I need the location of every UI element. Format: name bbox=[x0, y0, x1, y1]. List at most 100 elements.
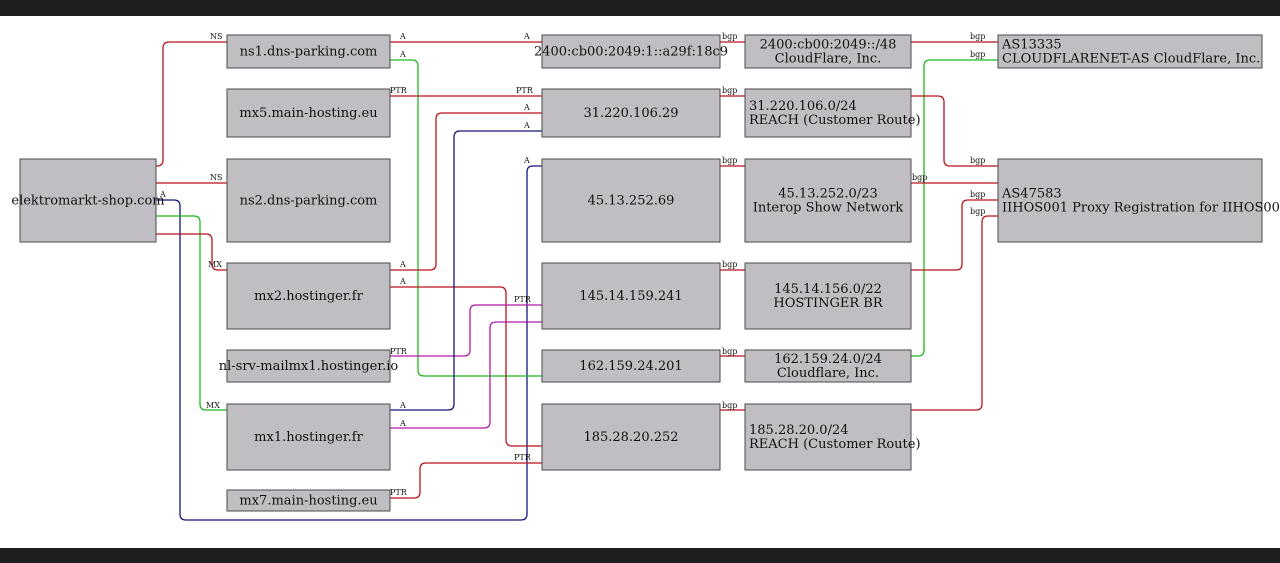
node-label: AS13335 bbox=[1001, 38, 1062, 53]
node-box bbox=[997, 158, 1263, 243]
edge-net31-to-as47583: bgp bbox=[911, 95, 998, 167]
node-label: mx7.main-hosting.eu bbox=[239, 494, 377, 509]
edge-mx1-to-ip31: AA bbox=[390, 121, 542, 411]
node-label: 2400:cb00:2049::/48 bbox=[760, 38, 897, 53]
node-box bbox=[19, 158, 157, 243]
edge-head-label: A bbox=[523, 103, 530, 112]
edge-line bbox=[390, 112, 542, 271]
node-ns2: ns2.dns-parking.com bbox=[226, 158, 391, 243]
edge-ip31-to-net31: bgp bbox=[720, 86, 745, 97]
edge-line bbox=[156, 41, 227, 167]
node-label: IIHOS001 Proxy Registration for IIHOS001 bbox=[1002, 201, 1280, 216]
edge-domain-to-ns2: NS bbox=[156, 173, 227, 184]
edge-label: bgp bbox=[722, 86, 737, 95]
node-box bbox=[541, 349, 721, 383]
edge-label: A bbox=[399, 277, 406, 286]
edge-head-label: A bbox=[523, 32, 530, 41]
edge-label: PTR bbox=[390, 488, 408, 497]
node-box bbox=[744, 88, 912, 138]
edge-mx1-to-ip145: A bbox=[390, 321, 542, 429]
node-ip6: 2400:cb00:2049:1::a29f:18c9 bbox=[534, 34, 728, 69]
node-label: nl-srv-mailmx1.hostinger.io bbox=[219, 359, 399, 374]
node-label: 31.220.106.29 bbox=[583, 106, 678, 121]
edge-ip6-to-net6: bgp bbox=[720, 32, 745, 43]
edge-label: A bbox=[399, 401, 406, 410]
node-box bbox=[226, 349, 391, 383]
edge-domain-to-mx5: AA bbox=[156, 156, 542, 521]
node-ip145: 145.14.159.241 bbox=[541, 262, 721, 330]
edge-label: bgp bbox=[970, 50, 985, 59]
node-label: 45.13.252.0/23 bbox=[778, 187, 878, 202]
edge-label: bgp bbox=[722, 32, 737, 41]
edge-domain-to-ns1: NS bbox=[156, 32, 227, 167]
node-ns1: ns1.dns-parking.com bbox=[226, 34, 391, 69]
edge-line bbox=[156, 233, 227, 271]
node-ip45: 45.13.252.69 bbox=[541, 158, 721, 243]
edge-domain-to-mx1: MX bbox=[156, 215, 227, 411]
bottom-bar bbox=[0, 548, 1280, 563]
node-nlsrv: nl-srv-mailmx1.hostinger.io bbox=[219, 349, 399, 383]
edge-label: NS bbox=[210, 173, 222, 182]
edge-net6-to-as13335: bgp bbox=[911, 32, 998, 43]
node-label: Interop Show Network bbox=[753, 201, 904, 216]
edge-mx2-to-ip31: AA bbox=[390, 103, 542, 271]
node-label: 145.14.159.241 bbox=[579, 289, 682, 304]
edge-line bbox=[390, 59, 542, 377]
node-ip31: 31.220.106.29 bbox=[541, 88, 721, 138]
node-box bbox=[541, 158, 721, 243]
node-box bbox=[541, 88, 721, 138]
node-label: mx5.main-hosting.eu bbox=[239, 106, 377, 121]
edge-label: bgp bbox=[912, 173, 927, 182]
edge-ns1-to-ip162: A bbox=[390, 50, 542, 377]
node-label: ns2.dns-parking.com bbox=[240, 194, 378, 209]
edge-line bbox=[390, 304, 542, 357]
edge-line bbox=[911, 215, 998, 411]
edge-line bbox=[390, 321, 542, 429]
edge-line bbox=[390, 462, 542, 499]
edge-net185-to-as47583: bgp bbox=[911, 207, 998, 411]
node-box bbox=[744, 158, 912, 243]
edge-net162-to-as13335: bgp bbox=[911, 50, 998, 357]
edge-line bbox=[390, 286, 542, 447]
edge-label: MX bbox=[208, 260, 222, 269]
edge-domain-to-mx2: MX bbox=[156, 233, 227, 271]
edge-ip145-to-net145: bgp bbox=[720, 260, 745, 271]
node-mx5: mx5.main-hosting.eu bbox=[226, 88, 391, 138]
node-label: CloudFlare, Inc. bbox=[775, 52, 882, 67]
node-label: ns1.dns-parking.com bbox=[240, 45, 378, 60]
node-label: 145.14.156.0/22 bbox=[774, 282, 882, 297]
edge-label: bgp bbox=[722, 347, 737, 356]
node-box bbox=[226, 489, 391, 512]
edge-ip185-to-net185: bgp bbox=[720, 401, 745, 411]
nodes-layer: elektromarkt-shop.comns1.dns-parking.com… bbox=[11, 34, 1280, 512]
node-label: REACH (Customer Route) bbox=[749, 113, 921, 128]
node-box bbox=[226, 262, 391, 330]
node-ip162: 162.159.24.201 bbox=[541, 349, 721, 383]
edge-line bbox=[911, 199, 998, 271]
node-label: 162.159.24.201 bbox=[579, 359, 682, 374]
node-label: Cloudflare, Inc. bbox=[777, 366, 879, 381]
edge-label: bgp bbox=[970, 190, 985, 199]
node-label: REACH (Customer Route) bbox=[749, 437, 921, 452]
node-label: 185.28.20.0/24 bbox=[749, 423, 849, 438]
node-label: 185.28.20.252 bbox=[583, 430, 678, 445]
edge-ip162-to-net162: bgp bbox=[720, 347, 745, 357]
edge-net45-to-as47583: bgp bbox=[911, 173, 998, 184]
node-box bbox=[744, 403, 912, 471]
node-box bbox=[997, 34, 1263, 69]
edge-net145-to-as47583: bgp bbox=[911, 190, 998, 271]
node-box bbox=[744, 349, 912, 383]
node-label: CLOUDFLARENET-AS CloudFlare, Inc. bbox=[1002, 52, 1260, 67]
edge-head-label: PTR bbox=[514, 295, 532, 304]
edge-label: A bbox=[399, 50, 406, 59]
node-box bbox=[226, 34, 391, 69]
